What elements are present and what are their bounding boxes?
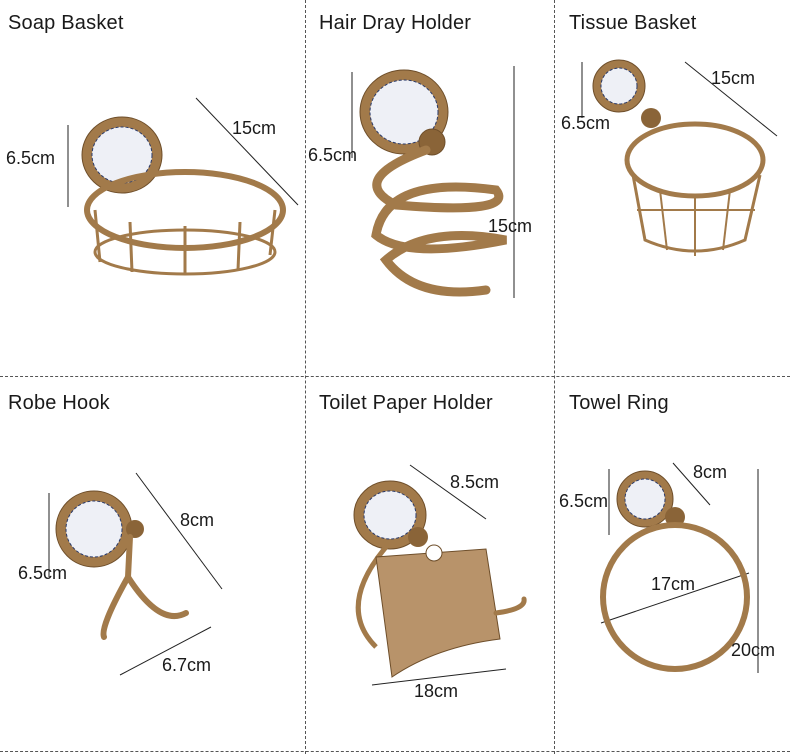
dimension-length: 8cm — [693, 462, 728, 482]
dimension-height: 15cm — [488, 216, 533, 236]
dimension-width: 15cm — [232, 118, 277, 138]
product-toilet-paper-holder: Toilet Paper Holder 8.5cm 18cm — [306, 377, 554, 751]
product-tissue-basket: Tissue Basket 6.5cm 15cm — [555, 0, 790, 374]
dimension-width: 18cm — [414, 681, 459, 701]
dimension-depth: 6.5cm — [308, 145, 358, 165]
dimension-width: 6.7cm — [162, 655, 212, 675]
product-towel-ring: Towel Ring 6.5cm 8cm 17cm 20cm — [555, 377, 790, 751]
product-soap-basket: Soap Basket 6.5cm 15cm — [0, 0, 299, 374]
product-hair-dryer-holder: Hair Dray Holder 6.5cm 15cm — [306, 0, 554, 374]
dimension-diameter: 17cm — [651, 574, 696, 594]
dimension-length: 8cm — [180, 510, 215, 530]
product-title: Robe Hook — [8, 392, 110, 414]
dimension-height: 20cm — [731, 640, 776, 660]
soap-basket-image — [67, 97, 299, 276]
product-title: Soap Basket — [8, 12, 124, 34]
tissue-basket-image — [581, 59, 778, 256]
dimension-height: 6.5cm — [6, 148, 56, 168]
dimension-depth: 8.5cm — [450, 472, 500, 492]
product-title: Hair Dray Holder — [319, 12, 472, 34]
toilet-paper-holder-image — [353, 464, 527, 686]
robe-hook-image — [48, 472, 223, 676]
dimension-depth: 6.5cm — [559, 491, 609, 511]
product-title: Tissue Basket — [569, 12, 697, 34]
dimension-depth: 6.5cm — [18, 563, 68, 583]
towel-ring-image — [600, 462, 759, 673]
product-title: Toilet Paper Holder — [319, 392, 493, 414]
product-title: Towel Ring — [569, 392, 669, 414]
dimension-width: 15cm — [711, 68, 756, 88]
row-divider — [0, 376, 790, 377]
dimension-depth: 6.5cm — [561, 113, 611, 133]
bottom-divider — [0, 751, 790, 752]
column-divider-1 — [305, 0, 306, 754]
hair-dryer-holder-image — [351, 66, 515, 298]
column-divider-2 — [554, 0, 555, 754]
product-robe-hook: Robe Hook 6.5cm 8cm 6.7cm — [0, 377, 248, 751]
